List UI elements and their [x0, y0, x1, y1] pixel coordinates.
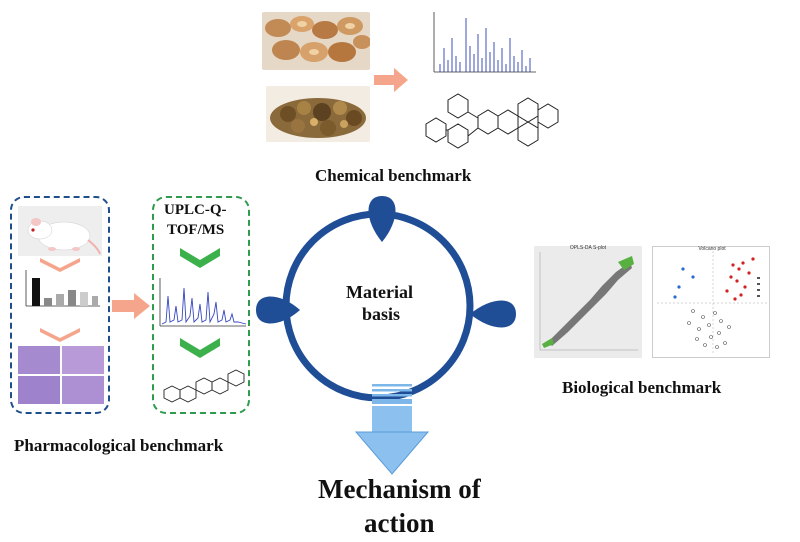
cycle-pin-left	[256, 296, 300, 324]
mechanism-label-line2: action	[364, 508, 435, 538]
uplc-panel	[152, 196, 250, 414]
biological-benchmark-label: Biological benchmark	[562, 378, 722, 397]
chemical-structure	[425, 93, 559, 149]
pharm-chevron-1	[40, 258, 80, 272]
herb-slices-illustration	[265, 16, 370, 62]
volcano-plot-points	[657, 251, 767, 355]
rat-photo	[18, 206, 102, 256]
volcano-plot: Volcano plot	[652, 246, 770, 358]
mechanism-label-line1: Mechanism of	[318, 474, 481, 504]
mechanism-arrow	[354, 384, 430, 475]
uplc-check-2	[180, 338, 220, 358]
chemical-benchmark-label: Chemical benchmark	[315, 166, 472, 185]
histology-image	[18, 376, 60, 404]
cycle-pin-top	[368, 196, 396, 242]
pharm-bar-chart	[25, 270, 100, 307]
center-label-line2: basis	[362, 304, 401, 324]
uplc-title-line2: TOF/MS	[167, 222, 225, 238]
opls-splot-title: OPLS-DA S-plot	[569, 245, 607, 251]
opls-splot-points	[539, 252, 638, 351]
cycle-pin-right	[470, 300, 516, 328]
chemical-flow-arrow	[374, 68, 408, 92]
herb-slices-photo	[262, 12, 370, 70]
herb-pieces-illustration	[270, 98, 366, 138]
pharmacological-benchmark-label: Pharmacological benchmark	[14, 436, 224, 455]
uplc-structure	[163, 369, 245, 403]
uplc-check-1	[180, 248, 220, 268]
center-label-line1: Material	[346, 282, 413, 302]
histology-grid	[18, 346, 104, 406]
histology-image	[62, 376, 104, 404]
uplc-title-line1: UPLC-Q-	[164, 202, 227, 218]
mass-spectrum	[433, 12, 536, 73]
pharmacological-panel	[10, 196, 110, 414]
pharm-to-uplc-arrow	[112, 293, 150, 319]
pharm-chevron-2	[40, 328, 80, 342]
rat-illustration	[27, 218, 101, 255]
histology-image	[18, 346, 60, 374]
uplc-chromatogram	[159, 278, 247, 327]
histology-image	[62, 346, 104, 374]
opls-splot: OPLS-DA S-plot	[534, 245, 642, 358]
herb-pieces-photo	[266, 86, 370, 142]
volcano-plot-title: Volcano plot	[698, 246, 726, 252]
